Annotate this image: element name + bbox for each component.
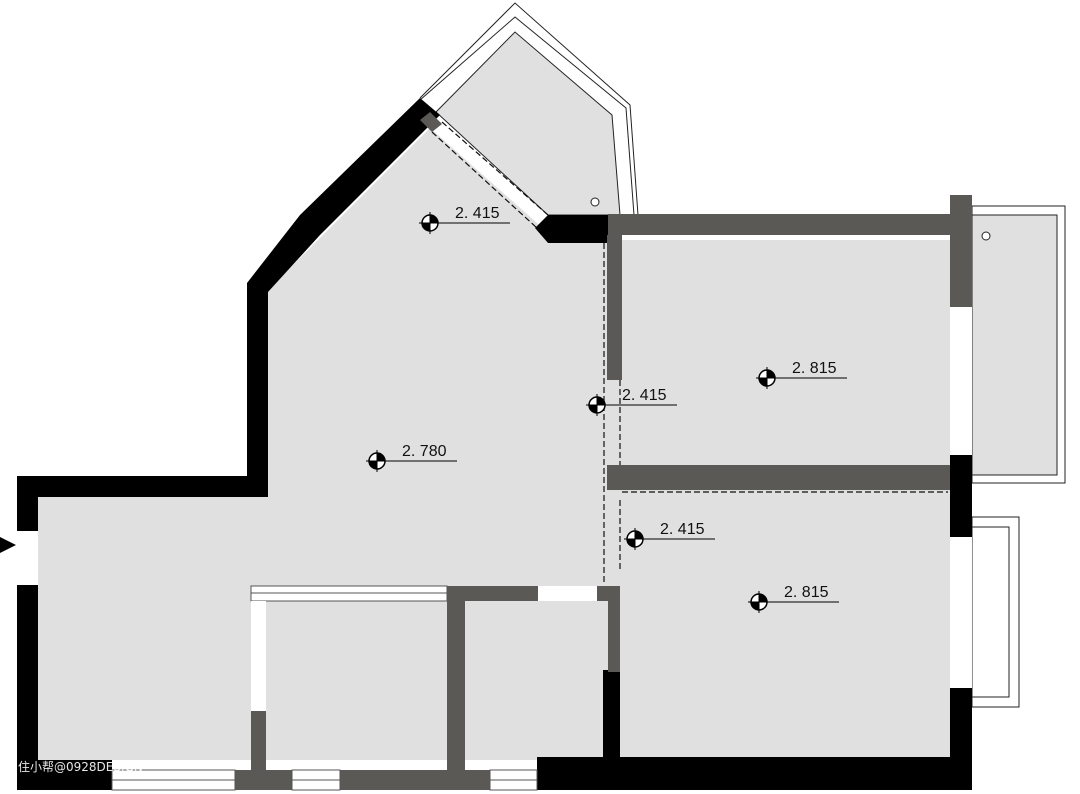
bearing-walls bbox=[17, 98, 972, 790]
height-marker-bedroom-2-entry: 2. 415 bbox=[624, 521, 715, 550]
drain-icon bbox=[981, 231, 991, 241]
height-label: 2. 415 bbox=[455, 205, 500, 222]
windows bbox=[17, 307, 972, 791]
floor-areas bbox=[38, 2, 1066, 760]
height-label: 2. 815 bbox=[784, 584, 829, 601]
watermark: 住小帮@0928DESIGN bbox=[18, 760, 143, 774]
right-balcony-floor bbox=[971, 214, 1058, 476]
triangle-arrow-icon bbox=[0, 537, 16, 553]
corner-balcony-floor bbox=[435, 31, 621, 216]
height-label: 2. 780 bbox=[402, 443, 447, 460]
corner-balcony-rail-outer bbox=[419, 2, 639, 216]
height-label: 2. 415 bbox=[660, 521, 705, 538]
height-marker-bedroom-1: 2. 815 bbox=[756, 360, 847, 389]
height-marker-bedroom-2: 2. 815 bbox=[748, 584, 839, 613]
height-marker-corridor: 2. 415 bbox=[586, 387, 677, 416]
height-label: 2. 415 bbox=[622, 387, 667, 404]
dashed-lines bbox=[431, 121, 948, 585]
height-label: 2. 815 bbox=[792, 360, 837, 377]
drain-icon bbox=[590, 197, 600, 207]
height-marker-living-room: 2. 780 bbox=[366, 443, 457, 472]
height-marker-balcony-passage: 2. 415 bbox=[419, 205, 510, 234]
partition-walls bbox=[235, 112, 972, 790]
corner-balcony-rail bbox=[419, 16, 635, 216]
bay-window bbox=[971, 516, 1020, 708]
